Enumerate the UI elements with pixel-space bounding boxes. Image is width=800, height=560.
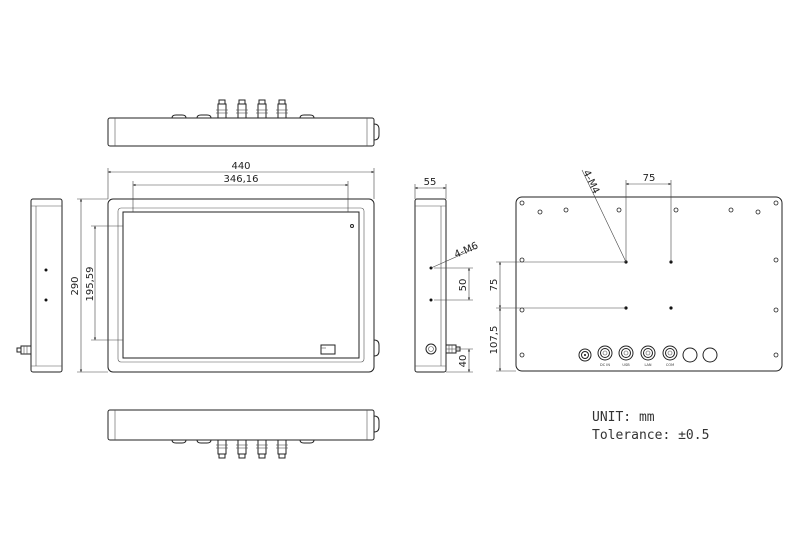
screw-icon	[519, 352, 525, 358]
height-dimension: 290	[70, 276, 81, 295]
bottom-view	[107, 409, 380, 459]
blank-port-icon	[702, 347, 718, 363]
top-connector	[276, 99, 288, 119]
rear-mount-label: 4-M4	[580, 168, 601, 195]
blank-port-icon	[682, 347, 698, 363]
connector-port-icon	[662, 345, 678, 361]
tolerance-note: Tolerance: ±0.5	[592, 428, 709, 443]
right-side-view: 55 4-M6 50 40	[414, 177, 480, 373]
rear-hole-spacing-v-dimension: 75	[489, 279, 500, 292]
connector-height-dimension: 40	[458, 355, 469, 368]
screw-icon	[673, 207, 679, 213]
top-view	[107, 99, 380, 147]
screw-icon	[563, 207, 569, 213]
bottom-connector	[276, 439, 288, 459]
screw-icon	[519, 307, 525, 313]
screw-icon	[773, 200, 779, 206]
screw-icon	[773, 352, 779, 358]
bottom-connector	[236, 439, 248, 459]
front-view: 440 346,16 290 195,59	[70, 161, 380, 373]
top-connector	[256, 99, 268, 119]
screw-icon	[773, 257, 779, 263]
connector-label: COM	[666, 363, 674, 367]
screw-icon	[537, 209, 543, 215]
top-connector	[216, 99, 228, 119]
screw-icon	[616, 207, 622, 213]
depth-dimension: 55	[424, 177, 437, 188]
side-mount-label: 4-M6	[453, 241, 480, 261]
left-side-view	[16, 198, 63, 373]
screen-width-dimension: 346,16	[224, 174, 259, 185]
connector-label: LAN	[644, 363, 651, 367]
bottom-connector	[216, 439, 228, 459]
screw-icon	[728, 207, 734, 213]
antenna-port-icon	[578, 348, 592, 362]
connector-port-icon	[597, 345, 613, 361]
connector-label: DC IN	[600, 363, 610, 367]
unit-note: UNIT: mm	[592, 410, 655, 425]
rear-view: 4-M4 75 75 107,5	[489, 168, 783, 372]
connector-label: USB	[622, 363, 630, 367]
top-connector	[236, 99, 248, 119]
screw-icon	[755, 209, 761, 215]
screw-icon	[519, 200, 525, 206]
connector-port-icon	[618, 345, 634, 361]
connector-port-icon	[640, 345, 656, 361]
screw-icon	[773, 307, 779, 313]
screen-height-dimension: 195,59	[85, 267, 96, 302]
width-dimension: 440	[231, 161, 250, 172]
rear-hole-offset-dimension: 107,5	[489, 326, 500, 355]
side-hole-spacing-dimension: 50	[458, 279, 469, 292]
rear-hole-spacing-h-dimension: 75	[643, 173, 656, 184]
bottom-connector	[256, 439, 268, 459]
screw-icon	[519, 257, 525, 263]
